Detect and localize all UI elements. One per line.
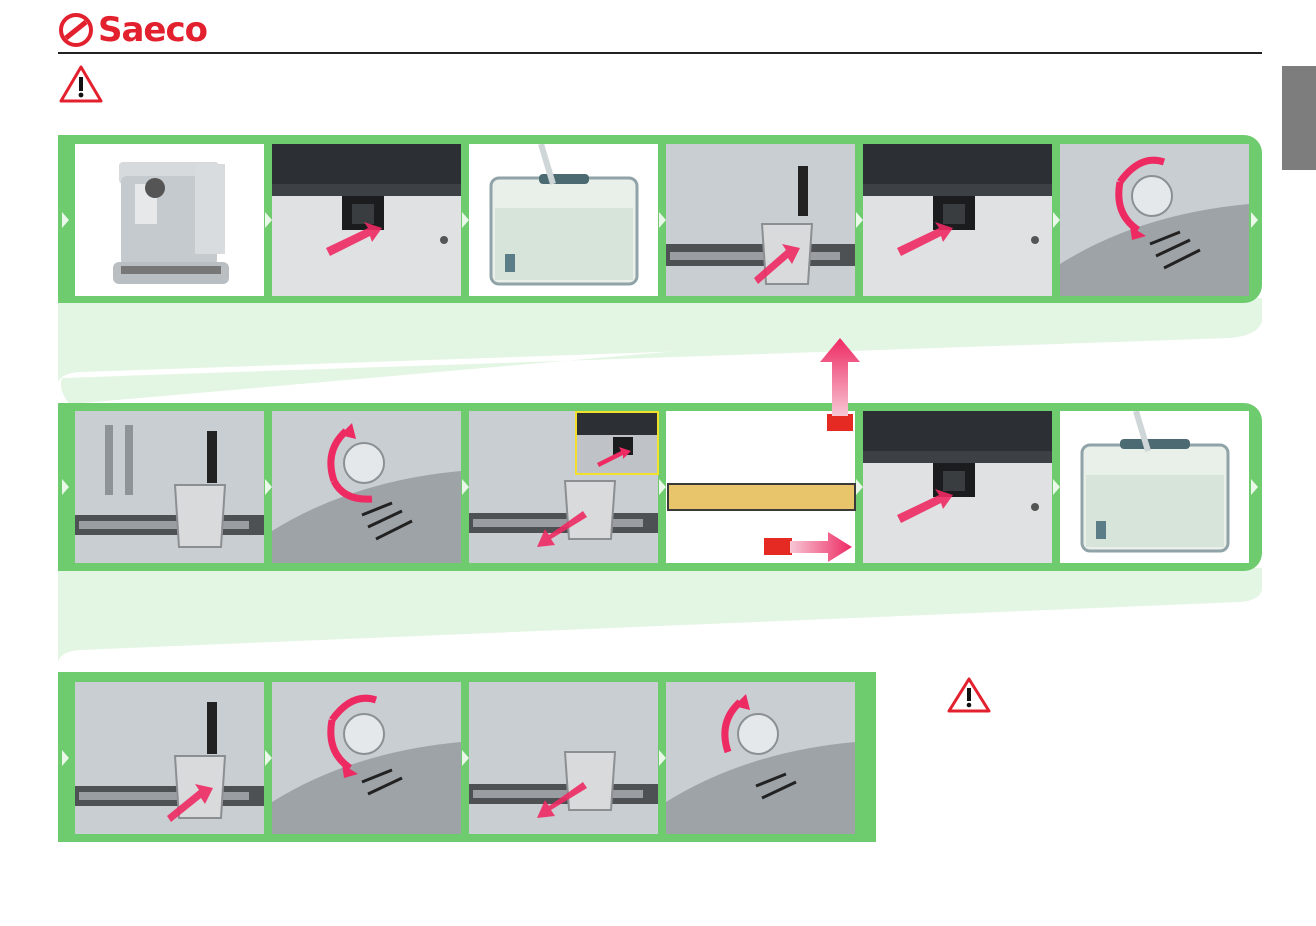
warning-triangle-icon <box>946 676 992 714</box>
step-push-button <box>863 411 1052 563</box>
up-arrow-icon <box>818 336 862 416</box>
step-separator-icon <box>462 750 469 766</box>
step-separator-icon <box>265 212 272 228</box>
step-separator-icon <box>1053 212 1060 228</box>
step-separator-icon <box>1053 479 1060 495</box>
step-water-tank-fill <box>469 144 658 296</box>
step-separator-icon <box>659 212 666 228</box>
step-water-tank-fill <box>1060 411 1249 563</box>
step-place-cup <box>75 682 264 834</box>
step-separator-icon <box>659 750 666 766</box>
step-turn-knob-close <box>272 411 461 563</box>
step-separator-icon <box>62 479 69 495</box>
step-separator-icon <box>265 479 272 495</box>
step-turn-knob-open <box>1060 144 1249 296</box>
step-turn-knob-open <box>272 682 461 834</box>
step-separator-icon <box>1251 212 1258 228</box>
red-marker <box>764 538 792 555</box>
step-separator-icon <box>856 212 863 228</box>
step-push-button <box>863 144 1052 296</box>
step-turn-knob-close <box>666 682 855 834</box>
step-place-cup <box>666 144 855 296</box>
step-push-button <box>272 144 461 296</box>
step-separator-icon <box>1251 479 1258 495</box>
red-marker <box>827 414 853 431</box>
highlight-bar <box>667 483 856 511</box>
step-separator-icon <box>265 750 272 766</box>
right-arrow-icon <box>790 530 854 564</box>
step-separator-icon <box>462 212 469 228</box>
step-machine-overview <box>75 144 264 296</box>
step-separator-icon <box>856 479 863 495</box>
step-separator-icon <box>462 479 469 495</box>
step-separator-icon <box>659 479 666 495</box>
button-detail-inset <box>575 411 659 475</box>
step-remove-cup <box>469 682 658 834</box>
step-cup-under-wand <box>75 411 264 563</box>
step-separator-icon <box>62 212 69 228</box>
step-separator-icon <box>62 750 69 766</box>
